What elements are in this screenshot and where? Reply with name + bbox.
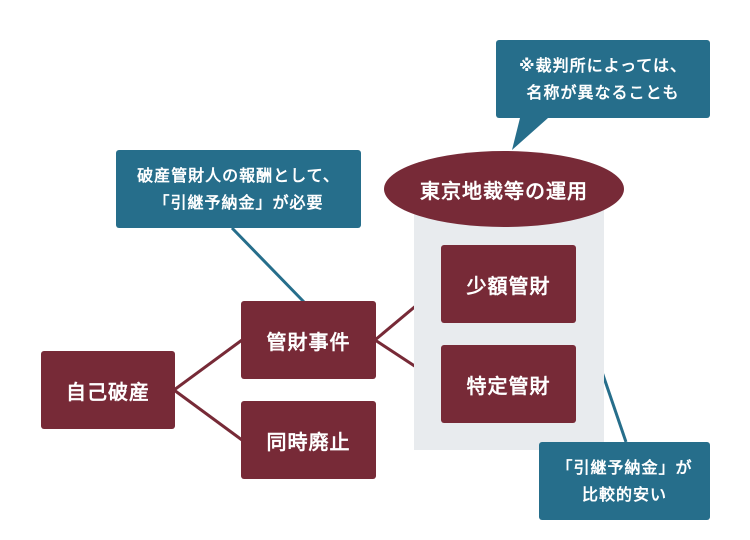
node-kanzai-case: 管財事件 (241, 301, 376, 379)
callout-court-naming: ※裁判所によっては、 名称が異なることも (496, 40, 710, 118)
callout-cheap-deposit-line2: 比較的安い (581, 485, 667, 504)
node-douji-haishi: 同時廃止 (241, 401, 376, 479)
callout-trustee-fee-line2: 「引継予納金」が必要 (153, 193, 324, 212)
callout-court-naming-line2: 名称が異なることも (526, 83, 680, 102)
callout-trustee-fee-line1: 破産管財人の報酬として、 (137, 166, 340, 185)
node-tokutei-kanzai: 特定管財 (441, 345, 576, 423)
court-callout-tail (512, 118, 548, 150)
node-self-bankruptcy: 自己破産 (41, 351, 175, 429)
callout-trustee-fee: 破産管財人の報酬として、 「引継予納金」が必要 (116, 150, 361, 228)
tokyo-court-operation-label: 東京地裁等の運用 (384, 151, 624, 227)
callout-cheap-deposit-line1: 「引継予納金」が (556, 458, 693, 477)
callout-court-naming-line1: ※裁判所によっては、 (519, 56, 687, 75)
connector-root-kanzai (173, 338, 243, 392)
pointer-fee-callout (230, 226, 306, 304)
node-shougaku-kanzai: 少額管財 (441, 245, 576, 323)
connector-root-douji (173, 388, 243, 442)
callout-cheap-deposit: 「引継予納金」が 比較的安い (539, 442, 710, 520)
